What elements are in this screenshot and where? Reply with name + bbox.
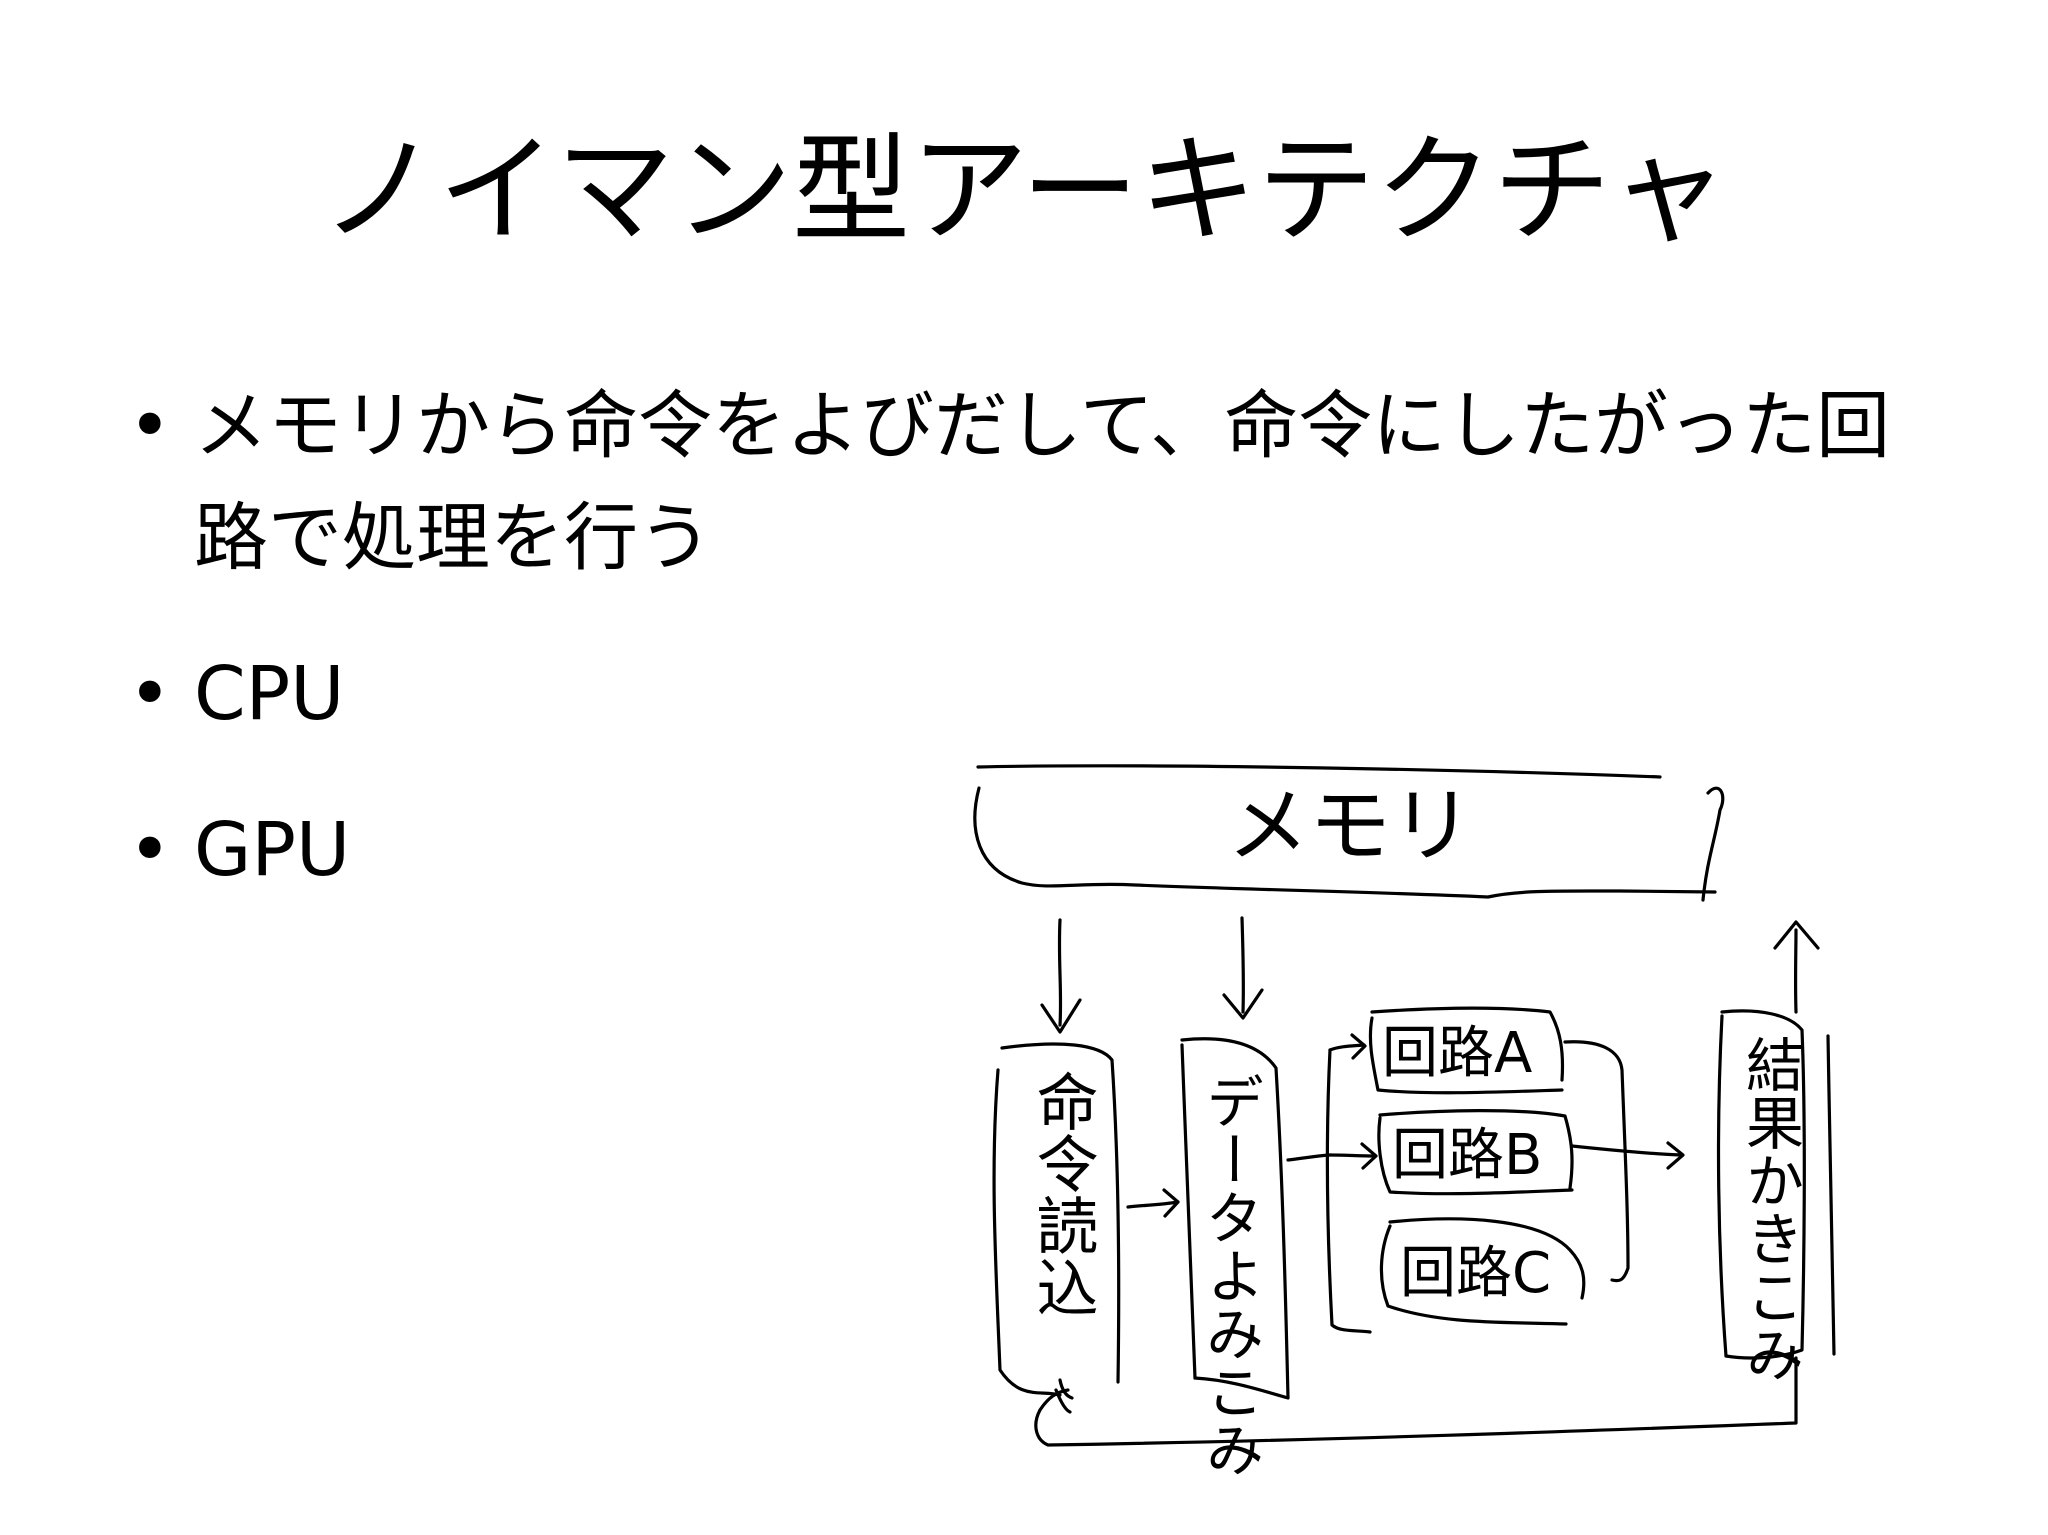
circuit-b-label: 回路B bbox=[1392, 1123, 1542, 1188]
data-to-circuits-branch bbox=[1286, 1033, 1378, 1334]
memory-box: メモリ bbox=[973, 764, 1725, 902]
bullet-item-gpu: • GPU bbox=[120, 794, 1960, 906]
diagram-canvas: メモリ 命令読込 データよ bbox=[973, 764, 1836, 1478]
bullet-text: メモリから命令をよびだして、命令にしたがった回路で処理を行う bbox=[194, 383, 1891, 581]
bullet-item-cpu: • CPU bbox=[120, 638, 1960, 750]
bullet-icon: • bbox=[128, 807, 172, 893]
bullet-icon: • bbox=[128, 651, 172, 737]
bullet-text: GPU bbox=[194, 807, 351, 893]
memory-to-instruction-arrow bbox=[1040, 918, 1082, 1034]
slide-title: ノイマン型アーキテクチャ bbox=[320, 121, 1728, 259]
circuits-to-result-merge bbox=[1563, 1040, 1685, 1283]
circuit-c-box: 回路C bbox=[1379, 1217, 1586, 1326]
data-read-box: データよみこみ bbox=[1180, 1037, 1290, 1478]
circuit-c-label: 回路C bbox=[1400, 1241, 1551, 1306]
result-to-memory-arrow bbox=[1773, 920, 1820, 1014]
handdrawn-architecture-diagram: メモリ 命令読込 データよ bbox=[960, 750, 1950, 1490]
circuit-a-box: 回路A bbox=[1368, 1006, 1565, 1095]
instruction-read-label: 命令読込 bbox=[1026, 1070, 1099, 1318]
bullet-icon: • bbox=[128, 383, 172, 469]
data-read-label: データよみこみ bbox=[1196, 1072, 1264, 1478]
result-write-label: 結果かきこみ bbox=[1736, 1035, 1804, 1383]
circuit-a-label: 回路A bbox=[1382, 1021, 1532, 1086]
memory-label: メモリ bbox=[1227, 779, 1473, 874]
bullet-item-von-neumann: • メモリから命令をよびだして、命令にしたがった回路で処理を行う bbox=[120, 370, 1960, 594]
circuit-b-box: 回路B bbox=[1377, 1109, 1574, 1196]
bullet-text: CPU bbox=[194, 651, 345, 737]
result-to-instruction-return-arrow bbox=[1034, 1356, 1798, 1447]
result-write-box: 結果かきこみ bbox=[1716, 1009, 1836, 1383]
instruction-read-box: 命令読込 bbox=[992, 1042, 1121, 1400]
memory-to-data-arrow bbox=[1222, 916, 1264, 1020]
instruction-to-data-arrow bbox=[1126, 1188, 1180, 1218]
bullet-list: • メモリから命令をよびだして、命令にしたがった回路で処理を行う • CPU •… bbox=[120, 370, 1960, 950]
